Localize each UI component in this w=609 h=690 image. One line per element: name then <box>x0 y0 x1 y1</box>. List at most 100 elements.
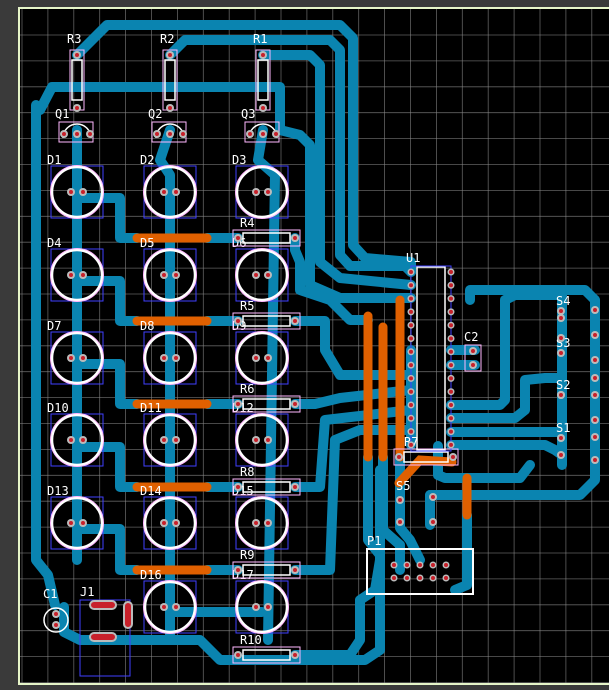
pad-hole <box>431 495 435 499</box>
connector-label-j1: J1 <box>80 585 94 599</box>
resistor-label-r2: R2 <box>160 32 174 46</box>
pad-hole <box>559 393 563 397</box>
resistor-body <box>242 481 291 493</box>
switch-label-s1: S1 <box>556 421 570 435</box>
resistor-courtyard <box>232 395 301 413</box>
pad-hole <box>409 442 413 447</box>
led-courtyard <box>235 413 289 467</box>
led-courtyard <box>235 248 289 302</box>
pad-hole <box>266 273 270 277</box>
pad-hole <box>444 576 448 580</box>
pad-hole <box>88 132 92 136</box>
pad-hole <box>293 319 297 323</box>
pad-hole <box>69 273 73 277</box>
pad-hole <box>593 393 597 397</box>
resistor-label-r10: R10 <box>240 633 262 647</box>
switch-label-s2: S2 <box>556 378 570 392</box>
bottom-trace <box>290 385 416 409</box>
pad-hole <box>449 416 453 421</box>
pad-hole <box>593 458 597 462</box>
pad-hole <box>559 309 563 313</box>
pad-hole <box>398 520 402 524</box>
header-outline <box>366 548 474 595</box>
pad-hole <box>236 485 240 489</box>
led-courtyard <box>50 496 104 550</box>
pad-hole <box>471 363 475 367</box>
pad-hole <box>168 132 172 136</box>
resistor-label-r9: R9 <box>240 548 254 562</box>
resistor-label-r6: R6 <box>240 382 254 396</box>
pad-hole <box>69 438 73 442</box>
led-silkscreen <box>143 496 197 550</box>
pad-hole <box>431 520 435 524</box>
bottom-trace <box>165 35 416 277</box>
pad-hole <box>293 653 297 657</box>
bottom-trace <box>290 425 416 575</box>
resistor-body <box>242 315 291 327</box>
pad-hole <box>162 438 166 442</box>
led-courtyard <box>235 580 289 634</box>
pad-hole <box>409 323 413 328</box>
led-silkscreen <box>50 331 104 385</box>
led-label-d4: D4 <box>47 236 61 250</box>
led-label-d5: D5 <box>140 236 154 250</box>
pad-hole <box>54 623 58 627</box>
resistor-courtyard <box>232 561 301 579</box>
pad-hole <box>409 283 413 288</box>
resistor-courtyard <box>232 478 301 496</box>
pad-hole <box>81 356 85 360</box>
pad-hole <box>254 521 258 525</box>
pad-hole <box>293 236 297 240</box>
pad-hole <box>559 336 563 340</box>
pad-hole <box>449 270 453 274</box>
resistor-courtyard <box>232 229 301 247</box>
led-label-d7: D7 <box>47 319 61 333</box>
pad-hole <box>266 521 270 525</box>
pad-hole <box>449 429 453 434</box>
pad-hole <box>181 132 185 136</box>
bottom-trace <box>378 452 405 575</box>
led-silkscreen <box>235 165 289 219</box>
top-copper-layer <box>132 233 472 575</box>
led-courtyard <box>143 165 197 219</box>
capacitor-label-c1: C1 <box>43 587 57 601</box>
jack-pad <box>89 600 117 610</box>
pad-hole <box>261 106 265 110</box>
pad-hole <box>449 349 453 354</box>
pad-hole <box>261 132 265 136</box>
pad-hole <box>174 356 178 360</box>
pad-hole <box>81 521 85 525</box>
pad-hole <box>593 418 597 422</box>
capacitor-outline <box>464 344 482 372</box>
resistor-courtyard <box>232 312 301 330</box>
pad-hole <box>397 455 401 459</box>
led-label-d8: D8 <box>140 319 154 333</box>
pad-hole <box>81 273 85 277</box>
pad-hole <box>293 568 297 572</box>
pad-hole <box>236 236 240 240</box>
led-courtyard <box>143 496 197 550</box>
pad-hole <box>162 273 166 277</box>
pad-hole <box>449 296 453 301</box>
capacitor-outline <box>43 607 69 633</box>
pad-hole <box>162 356 166 360</box>
pad-hole <box>236 568 240 572</box>
pad-hole <box>392 563 396 567</box>
pad-hole <box>398 498 402 502</box>
pad-hole <box>409 270 413 274</box>
led-courtyard <box>143 413 197 467</box>
resistor-label-r5: R5 <box>240 299 254 313</box>
pad-hole <box>409 429 413 434</box>
pad-hole <box>449 309 453 314</box>
resistor-body <box>242 649 291 661</box>
pad-hole <box>409 389 413 394</box>
jack-pad <box>89 632 117 642</box>
led-courtyard <box>50 165 104 219</box>
led-courtyard <box>235 496 289 550</box>
pad-hole <box>409 363 413 368</box>
pad-hole <box>449 376 453 381</box>
connector-label-p1: P1 <box>367 534 381 548</box>
